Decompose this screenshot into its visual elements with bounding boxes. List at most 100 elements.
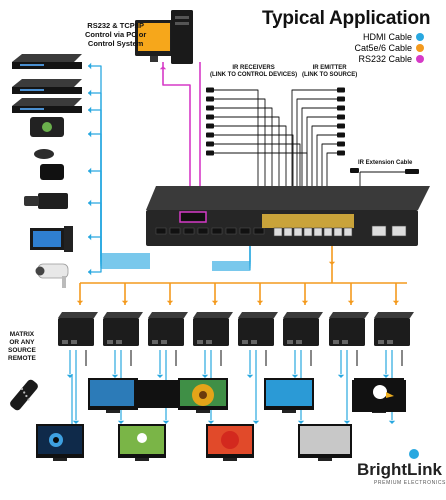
ir-receivers-label: IR RECEIVERS(LINK TO CONTROL DEVICES) xyxy=(210,65,297,79)
rs232-arrow xyxy=(159,66,167,70)
video-camera-body xyxy=(38,193,68,209)
legend-rs232-label: RS232 Cable xyxy=(358,54,412,64)
hdmi-source-cable xyxy=(88,236,150,257)
game-controller xyxy=(34,149,54,159)
matrix-hdmi-port xyxy=(169,227,181,235)
tv-eagle-head xyxy=(373,385,387,399)
legend-hdmi: HDMI Cable xyxy=(363,32,424,42)
pc-drive-bay xyxy=(175,22,189,25)
cat-drop-arrow xyxy=(121,300,129,304)
receiver-body xyxy=(329,318,365,346)
remote-button xyxy=(25,394,28,398)
receiver-port xyxy=(206,340,212,344)
hdmi-rx-arrow xyxy=(156,374,164,378)
brand-name: BrightLink xyxy=(357,460,442,479)
tv-stand xyxy=(106,410,120,413)
blu-ray-front xyxy=(12,106,82,113)
receiver-top xyxy=(374,312,414,318)
ir-emitter-head xyxy=(337,96,345,102)
tv-bird xyxy=(221,431,239,449)
ir-emitter-wire xyxy=(316,134,337,208)
receiver-top xyxy=(103,312,143,318)
receiver-top xyxy=(193,312,233,318)
tv-baseball xyxy=(137,433,147,443)
ir-emitter-wire xyxy=(311,125,337,208)
cat-drop-arrow xyxy=(347,300,355,304)
hdmi-source-cable xyxy=(88,170,150,261)
blu-ray-front xyxy=(12,87,82,94)
receiver-port xyxy=(107,340,113,344)
tv-screen xyxy=(300,426,350,454)
matrix-hdmi-port xyxy=(239,227,251,235)
remote-button xyxy=(27,398,30,401)
matrix-hdmi-port xyxy=(211,227,223,235)
ir-receiver-wire xyxy=(214,116,280,208)
cat-drop-arrow xyxy=(301,300,309,304)
remote-control xyxy=(10,379,38,411)
receiver-port xyxy=(287,340,293,344)
tv-eagle-beak xyxy=(386,392,394,398)
blu-ray-top xyxy=(12,79,82,87)
legend-cat-dot xyxy=(416,44,424,52)
receiver-body xyxy=(283,318,319,346)
legend-hdmi-label: HDMI Cable xyxy=(362,32,412,42)
receiver-port xyxy=(161,340,167,344)
matrix-hdmi-port xyxy=(225,227,237,235)
tv-stand xyxy=(318,458,332,461)
receiver-body xyxy=(193,318,229,346)
receiver-body xyxy=(58,318,94,346)
ir-receiver-head xyxy=(206,105,214,111)
ir-receiver-head xyxy=(206,132,214,138)
ir-receiver-head xyxy=(206,87,214,93)
blu-ray-top xyxy=(12,98,82,106)
hdmi-rx-arrow xyxy=(382,374,390,378)
ir-receivers-text: IR RECEIVERS(LINK TO CONTROL DEVICES) xyxy=(210,65,298,79)
hdmi-source-cable xyxy=(88,92,150,267)
ir-receiver-wire xyxy=(214,134,294,208)
receiver-body xyxy=(374,318,410,346)
ir-receiver-wire xyxy=(214,107,273,208)
ir-emitter-wire xyxy=(301,107,337,208)
ir-receiver-head xyxy=(206,114,214,120)
ir-emitter-head xyxy=(337,114,345,120)
security-camera-lens xyxy=(35,266,45,276)
matrix-lan-port xyxy=(371,225,387,237)
receiver-body xyxy=(238,318,274,346)
monitor-stand xyxy=(150,56,158,62)
receiver-port xyxy=(251,340,257,344)
brand-tagline: PREMIUM ELECTRONICS xyxy=(374,480,446,486)
hdmi-rx-arrow xyxy=(388,420,396,424)
matrix-rj45-port xyxy=(313,227,323,237)
device-layer xyxy=(10,10,430,461)
hdmi-rx-arrow xyxy=(201,374,209,378)
legend-hdmi-dot xyxy=(416,33,424,41)
hdmi-rx-arrow xyxy=(343,420,351,424)
hdmi-source-cable xyxy=(88,109,150,265)
matrix-rs232-port xyxy=(179,211,207,223)
cat-drop-arrow xyxy=(166,300,174,304)
receiver-top xyxy=(283,312,323,318)
ir-emitter-head xyxy=(337,150,345,156)
ir-receiver-head xyxy=(206,123,214,129)
hdmi-rx-arrow xyxy=(117,420,125,424)
matrix-rj45-port xyxy=(343,227,353,237)
hdmi-rx-arrow xyxy=(252,420,260,424)
receiver-body xyxy=(148,318,184,346)
matrix-rj45-port xyxy=(283,227,293,237)
cat-drop-arrow xyxy=(76,300,84,304)
receiver-port xyxy=(333,340,339,344)
matrix-rj45-port xyxy=(293,227,303,237)
receiver-port xyxy=(296,340,302,344)
desktop-tower xyxy=(64,226,73,252)
legend-rs232-dot xyxy=(416,55,424,63)
ir-receiver-wire xyxy=(214,89,259,208)
matrix-rj45-port xyxy=(273,227,283,237)
matrix-ir-block xyxy=(262,214,354,228)
hdmi-rx-arrow xyxy=(111,374,119,378)
matrix-hdmi-port xyxy=(253,227,265,235)
tv-screen xyxy=(90,380,136,406)
ir-extension-plug xyxy=(405,169,419,174)
blu-ray-display xyxy=(20,64,44,66)
hdmi-source-cable xyxy=(88,202,150,259)
hdmi-rx-arrow xyxy=(162,420,170,424)
